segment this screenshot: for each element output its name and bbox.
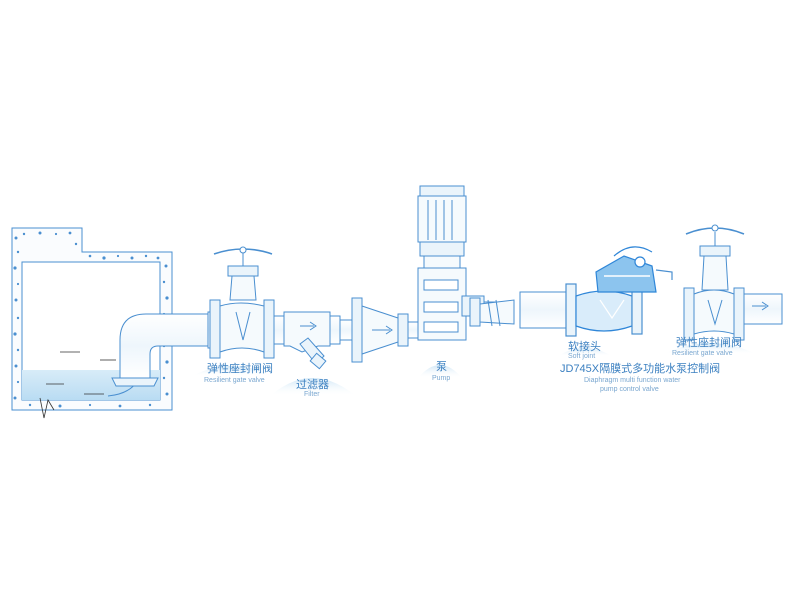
gate-valve-2 [683, 224, 745, 341]
filter-label-cn: 过滤器 [296, 378, 329, 391]
control-valve-label-en-1: Diaphragm multi function water [584, 377, 681, 384]
vertical-pump [417, 185, 485, 341]
gate-valve-1-label-cn: 弹性座封闸阀 [207, 361, 273, 375]
gate-valve-1-label-en: Resilient gate valve [204, 377, 265, 384]
soft-joint [469, 297, 515, 327]
control-valve-label-cn: JD745X隔膜式多功能水泵控制阀 [560, 361, 720, 375]
filter-label-en: Filter [304, 391, 320, 398]
pump-label-en: Pump [432, 375, 450, 382]
y-strainer [283, 311, 331, 370]
pump-label-cn: 泵 [436, 360, 447, 373]
gate-valve-2-label-cn: 弹性座封闸阀 [676, 335, 742, 349]
label-mounds [192, 343, 756, 396]
diaphragm-control-valve [565, 246, 673, 337]
gate-valve-2-label-en: Resilient gate valve [672, 350, 733, 357]
control-valve-label-en-2: pump control valve [600, 386, 659, 393]
soft-joint-label-en: Soft joint [568, 353, 595, 360]
flow-arrows [752, 301, 769, 311]
gate-valve-1 [209, 246, 275, 359]
reducer-1 [351, 297, 409, 363]
soft-joint-label-cn: 软接头 [568, 339, 601, 353]
